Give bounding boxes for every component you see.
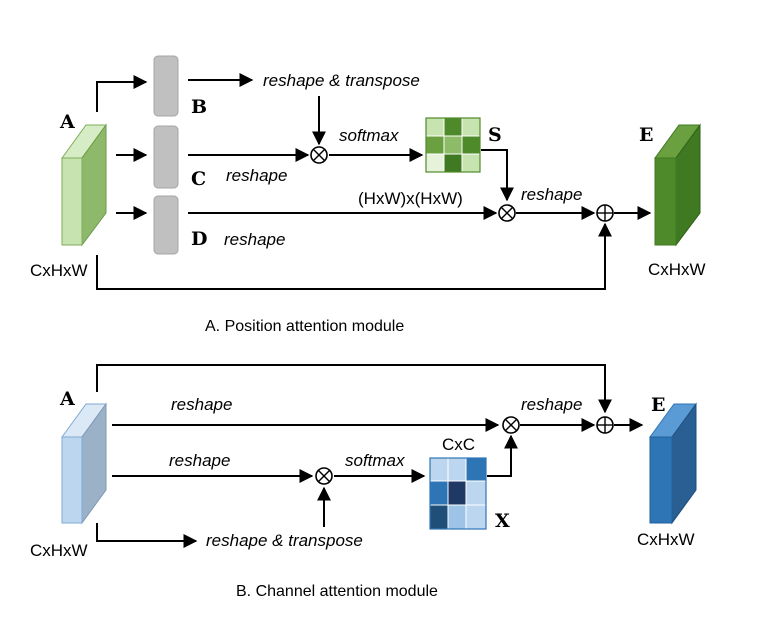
channel-residual-arrow — [96, 364, 612, 414]
position-output-label: E — [639, 124, 653, 146]
x-matrix-label: X — [495, 510, 510, 532]
channel-output-dims: CxHxW — [637, 530, 695, 549]
branch-c-block — [153, 125, 179, 189]
arrow-x-to-multiply — [487, 434, 518, 477]
branch-b-block — [153, 55, 179, 117]
channel-module-caption: B. Channel attention module — [236, 583, 438, 600]
branch-d-label: D — [191, 228, 207, 250]
label-softmax-channel: softmax — [345, 451, 405, 470]
channel-multiply-node-1 — [315, 467, 333, 485]
channel-input-feature-map — [61, 402, 107, 525]
position-multiply-node-1 — [310, 146, 328, 164]
position-attention-module: A CxHxW B C D reshape & transpose reshap… — [30, 55, 706, 335]
channel-input-label: A — [59, 388, 75, 410]
position-input-feature-map — [61, 123, 107, 247]
channel-multiply-node-2 — [502, 416, 520, 434]
label-reshape-transpose-b: reshape & transpose — [263, 71, 420, 90]
label-reshape-out-position: reshape — [521, 185, 582, 204]
branch-b-label: B — [191, 96, 207, 118]
position-module-caption: A. Position attention module — [205, 318, 404, 335]
label-cxc-dims: CxC — [442, 435, 475, 454]
channel-sum-node — [596, 416, 614, 434]
position-input-dims: CxHxW — [30, 261, 88, 280]
position-sum-node — [596, 204, 614, 222]
arrow-a-to-b — [96, 75, 148, 112]
label-reshape-top-channel: reshape — [171, 395, 232, 414]
channel-input-dims: CxHxW — [30, 541, 88, 560]
x-attention-matrix — [429, 457, 487, 530]
label-reshape-c: reshape — [226, 166, 287, 185]
label-reshape-transpose-channel: reshape & transpose — [206, 531, 363, 550]
position-multiply-node-2 — [498, 204, 516, 222]
label-reshape-d: reshape — [224, 230, 285, 249]
position-output-feature-map — [654, 123, 701, 247]
label-softmax-position: softmax — [339, 126, 399, 145]
position-residual-arrow — [96, 222, 612, 290]
branch-c-label: C — [191, 168, 206, 190]
position-output-dims: CxHxW — [648, 260, 706, 279]
channel-output-feature-map — [649, 402, 697, 525]
label-reshape-out-channel: reshape — [521, 395, 582, 414]
channel-attention-module: A CxHxW reshape reshape reshape & transp… — [30, 364, 697, 600]
label-reshape-mid-channel: reshape — [169, 451, 230, 470]
s-matrix-label: S — [488, 124, 502, 146]
arrow-a-to-reshape-transpose — [96, 523, 198, 548]
label-hxw-dims: (HxW)x(HxW) — [358, 189, 463, 208]
arrow-s-to-multiply — [481, 149, 514, 202]
position-input-label: A — [59, 111, 75, 133]
channel-output-label: E — [651, 394, 665, 416]
branch-d-block — [153, 195, 179, 255]
s-attention-matrix — [425, 117, 481, 173]
